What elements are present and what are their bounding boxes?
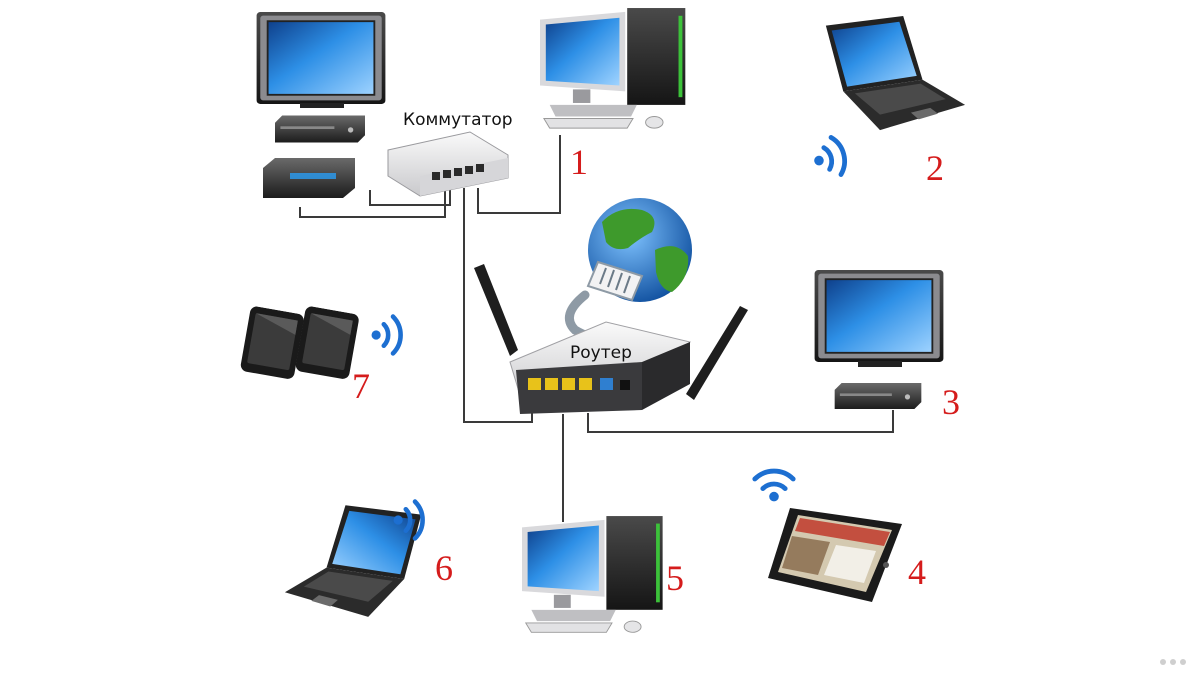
cable-router-to-stb3: [587, 410, 894, 433]
cable-mediabox-to-switch: [369, 188, 451, 206]
media-box-icon: [263, 158, 355, 198]
tv-stand: [858, 361, 902, 367]
cables: [299, 135, 894, 522]
smartphone-icon: [294, 305, 360, 380]
tv-icon: [813, 270, 945, 362]
device-number-1: 1: [570, 142, 588, 182]
device-number-3: 3: [942, 382, 960, 422]
set-top-box-icon: [834, 383, 922, 409]
device-number-6: 6: [435, 548, 453, 588]
smartphones: [239, 305, 360, 380]
tablet-icon: [768, 508, 902, 602]
tv-icon: [255, 12, 387, 104]
watermark-dots: [1160, 659, 1186, 665]
cable-switch-to-router: [463, 188, 533, 423]
smartphone-icon: [239, 305, 305, 380]
wifi-icon: [372, 317, 401, 354]
device-number-2: 2: [926, 148, 944, 188]
wifi-icon: [809, 135, 848, 180]
desktop-computer-icon: [540, 8, 686, 129]
router-label: Роутер: [570, 343, 632, 363]
device-number-4: 4: [908, 552, 926, 592]
tv-stand: [300, 103, 344, 108]
desktop-computer-icon: [522, 515, 664, 633]
set-top-box-icon: [275, 115, 365, 143]
switch-icon: [387, 131, 509, 197]
router-icon: [474, 264, 748, 414]
wifi-icon: [755, 471, 793, 501]
cable-stb-to-switch: [299, 188, 446, 218]
cable-pc1-to-switch: [477, 135, 561, 214]
switch-label: Коммутатор: [403, 110, 513, 130]
laptop-icon: [825, 16, 966, 131]
device-number-7: 7: [352, 366, 370, 406]
device-number-5: 5: [666, 558, 684, 598]
